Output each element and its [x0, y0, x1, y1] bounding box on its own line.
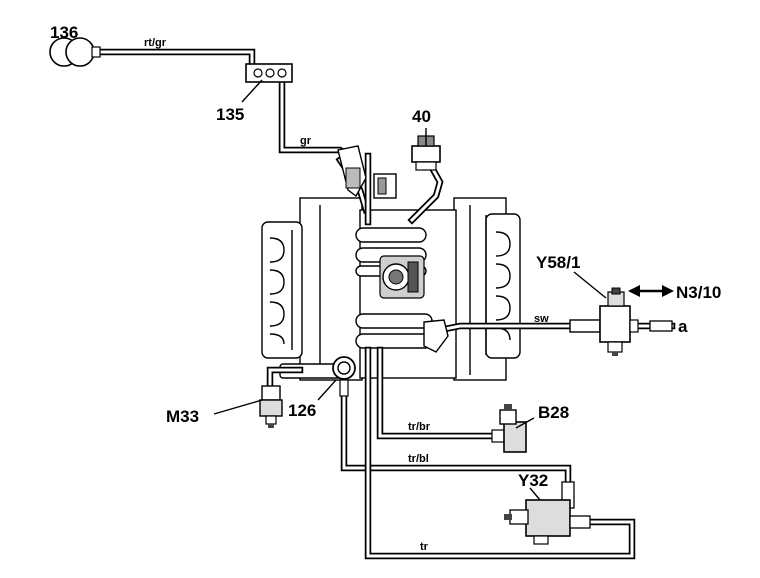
hose-label-gr: gr: [300, 135, 312, 147]
label-y32: Y32: [518, 471, 548, 490]
sw-hose-fitting: [423, 319, 449, 353]
label-40: 40: [412, 107, 431, 126]
label-135: 135: [216, 105, 244, 124]
label-m33: M33: [166, 407, 199, 426]
component-m33-pump: [259, 385, 283, 428]
component-126-check-valve: [332, 356, 356, 397]
center-vacuum-fitting: [373, 173, 397, 199]
hose-label-rt-gr: rt/gr: [144, 37, 167, 49]
component-136-reservoir: [49, 37, 101, 67]
hose-label-tr: tr: [420, 541, 429, 553]
component-b28-sensor: [491, 404, 527, 453]
engine-block: [261, 197, 521, 381]
hose-label-tr-br: tr/br: [408, 421, 431, 433]
label-126: 126: [288, 401, 316, 420]
label-y58-1: Y58/1: [536, 253, 580, 272]
throttle-body: [379, 255, 425, 299]
component-135-distributor: [245, 63, 293, 83]
gr-check-valve: [337, 145, 367, 198]
hose-end-a: [649, 320, 673, 332]
label-n3-10: N3/10: [676, 283, 721, 302]
leader-lines: [213, 79, 607, 501]
component-y58-1-valve: [569, 287, 639, 356]
label-136: 136: [50, 23, 78, 42]
hose-label-sw: sw: [534, 313, 549, 325]
hose-label-tr-bl: tr/bl: [408, 453, 429, 465]
label-a: a: [678, 317, 688, 336]
component-y32-valve: [504, 481, 591, 545]
label-b28: B28: [538, 403, 569, 422]
double-arrow-icon: [628, 285, 674, 297]
